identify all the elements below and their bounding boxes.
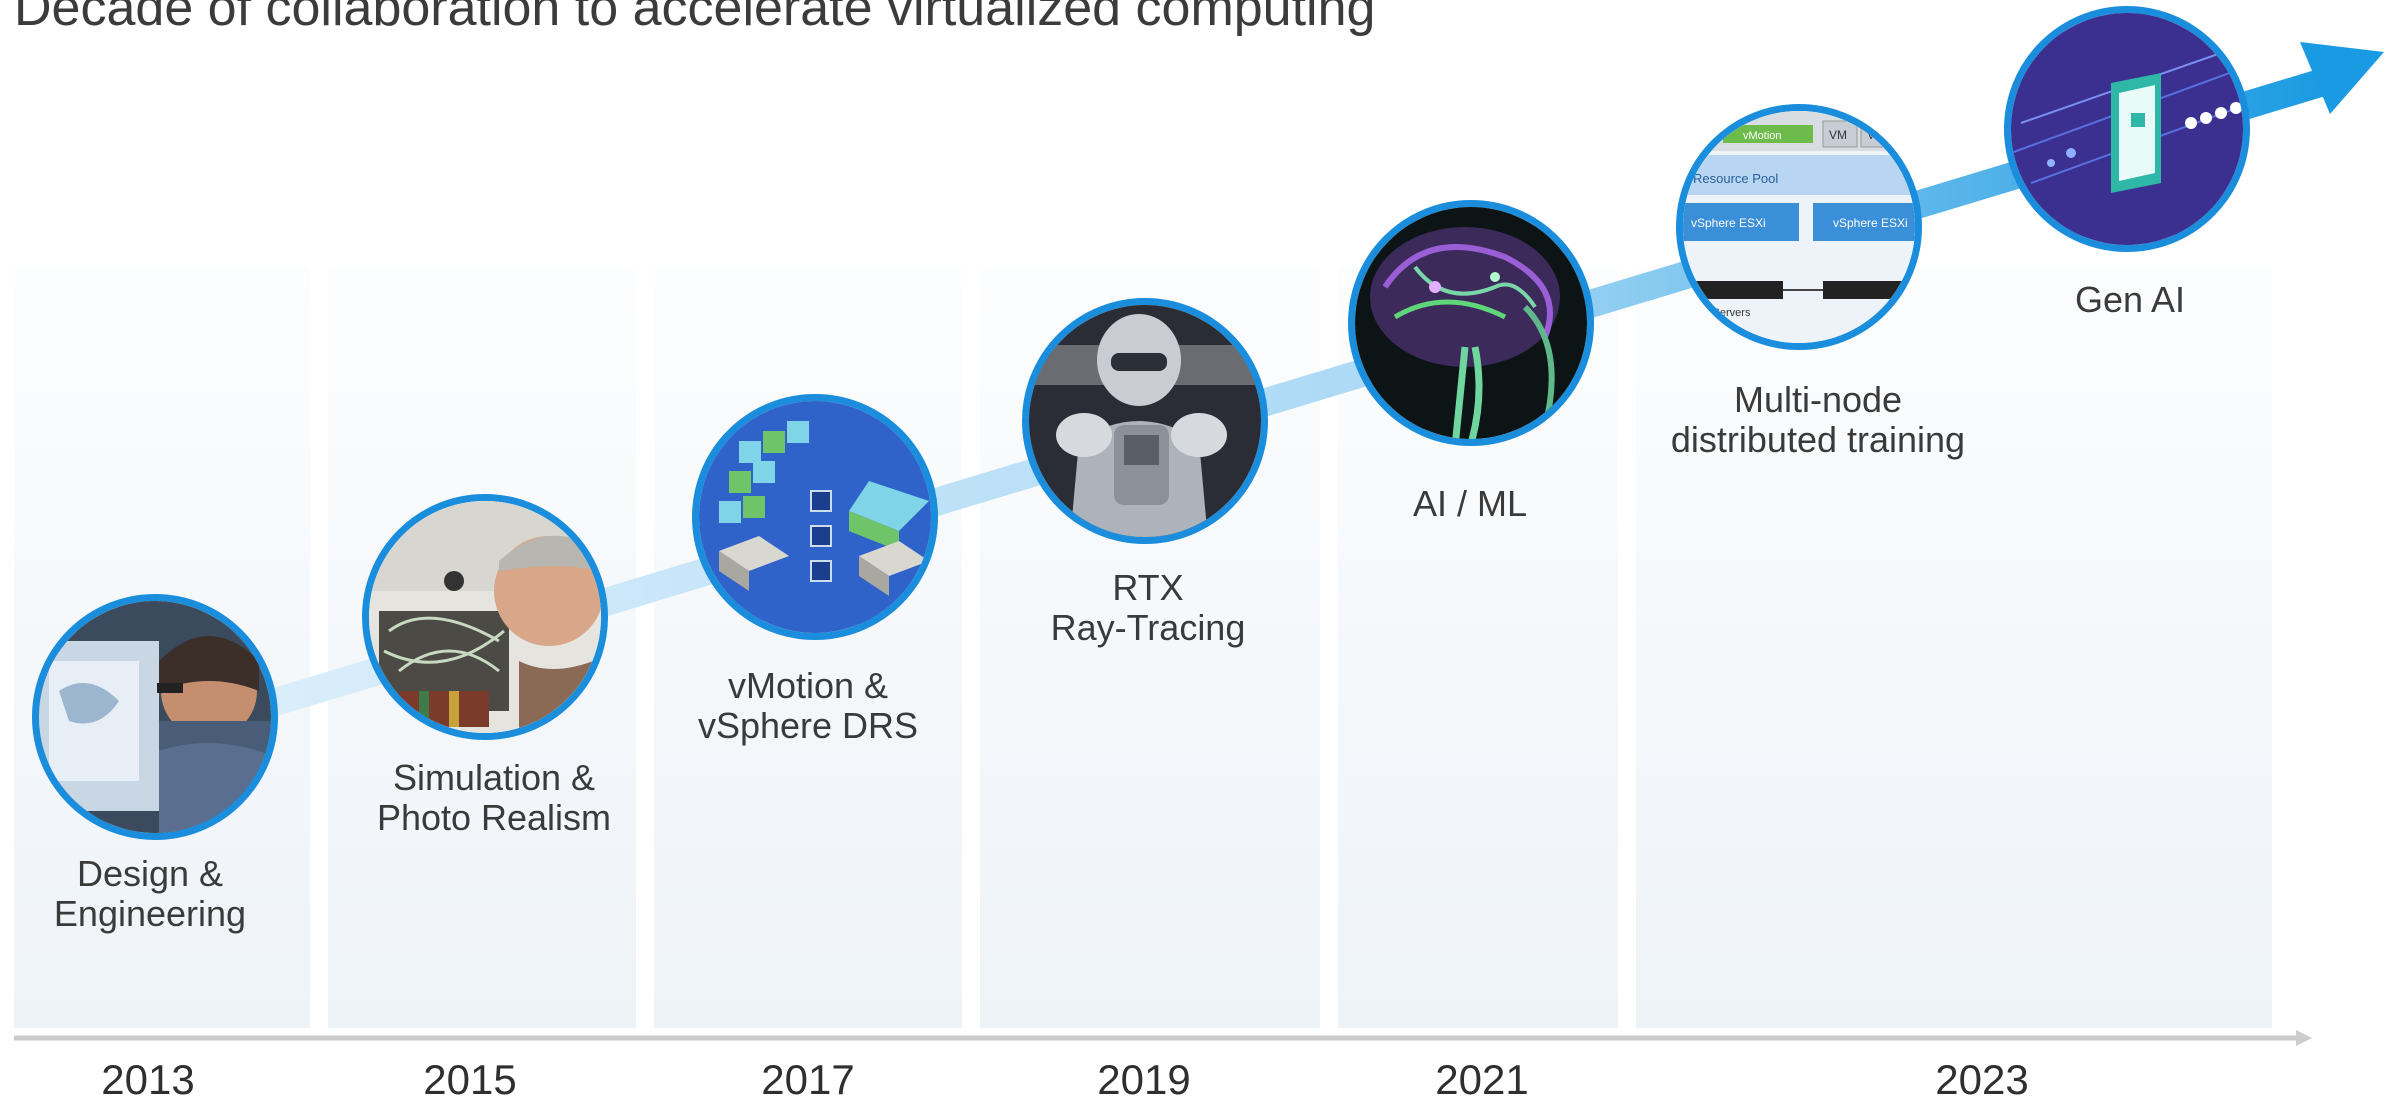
year-label-2013: 2013 xyxy=(101,1056,195,1103)
year-label-2023: 2023 xyxy=(1935,1056,2029,1103)
milestone-label-line: vSphere DRS xyxy=(697,705,919,746)
milestone-label-line: vMotion & xyxy=(727,665,889,706)
robot-render-icon xyxy=(1029,305,1261,537)
esxi-text-2: vSphere ESXi xyxy=(1833,216,1908,230)
vmotion-cluster-icon xyxy=(699,401,931,633)
milestone-label-2019: RTX Ray-Tracing xyxy=(978,568,1318,648)
milestone-label-line: Multi-node xyxy=(1733,379,1903,420)
milestone-label-line: distributed training xyxy=(1670,419,1966,460)
esxi-text-1: vSphere ESXi xyxy=(1691,216,1766,230)
milestone-label-line: Engineering xyxy=(53,893,247,934)
year-label-2021: 2021 xyxy=(1435,1056,1529,1103)
year-label-2017: 2017 xyxy=(761,1056,855,1103)
vm-text-1: VM xyxy=(1829,128,1847,142)
milestone-label-2015: Simulation & Photo Realism xyxy=(324,758,664,838)
x-axis-arrowhead xyxy=(2296,1030,2312,1046)
milestone-label-gen-ai: Gen AI xyxy=(1960,280,2300,320)
milestone-label-2023: Multi-node distributed training xyxy=(1638,380,1998,460)
milestone-image-2017 xyxy=(692,394,938,640)
milestone-image-2019 xyxy=(1022,298,1268,544)
milestone-label-line: Ray-Tracing xyxy=(1050,607,1246,648)
gen-ai-chip-icon xyxy=(2011,13,2243,245)
milestone-image-2023: vMotion VM VM Resource Pool vSphere ESXi… xyxy=(1676,104,1922,350)
milestone-image-2015 xyxy=(362,494,608,740)
milestone-label-line: Photo Realism xyxy=(376,797,612,838)
neural-brain-icon xyxy=(1355,207,1587,439)
milestone-label-line: Simulation & xyxy=(392,757,596,798)
year-label-2019: 2019 xyxy=(1097,1056,1191,1103)
vmotion-text: vMotion xyxy=(1743,130,1782,142)
milestone-label-line: AI / ML xyxy=(1412,483,1528,524)
milestone-image-2013 xyxy=(32,594,278,840)
resource-pool-text: Resource Pool xyxy=(1693,171,1778,186)
cad-model-photo-icon xyxy=(369,501,601,733)
column-2023 xyxy=(1636,268,2272,1028)
milestone-label-2017: vMotion & vSphere DRS xyxy=(638,666,978,746)
page-title: Decade of collaboration to accelerate vi… xyxy=(14,0,1376,37)
milestone-label-2013: Design & Engineering xyxy=(0,854,320,934)
milestone-label-line: RTX xyxy=(1112,567,1184,608)
engineer-photo-icon xyxy=(39,601,271,833)
milestone-image-2021 xyxy=(1348,200,1594,446)
milestone-label-2021: AI / ML xyxy=(1300,484,1640,524)
milestone-label-line: Design & xyxy=(76,853,224,894)
milestone-label-line: Gen AI xyxy=(2074,279,2186,320)
trend-arrow-head xyxy=(2300,42,2384,114)
year-label-2015: 2015 xyxy=(423,1056,517,1103)
milestone-image-gen-ai xyxy=(2004,6,2250,252)
